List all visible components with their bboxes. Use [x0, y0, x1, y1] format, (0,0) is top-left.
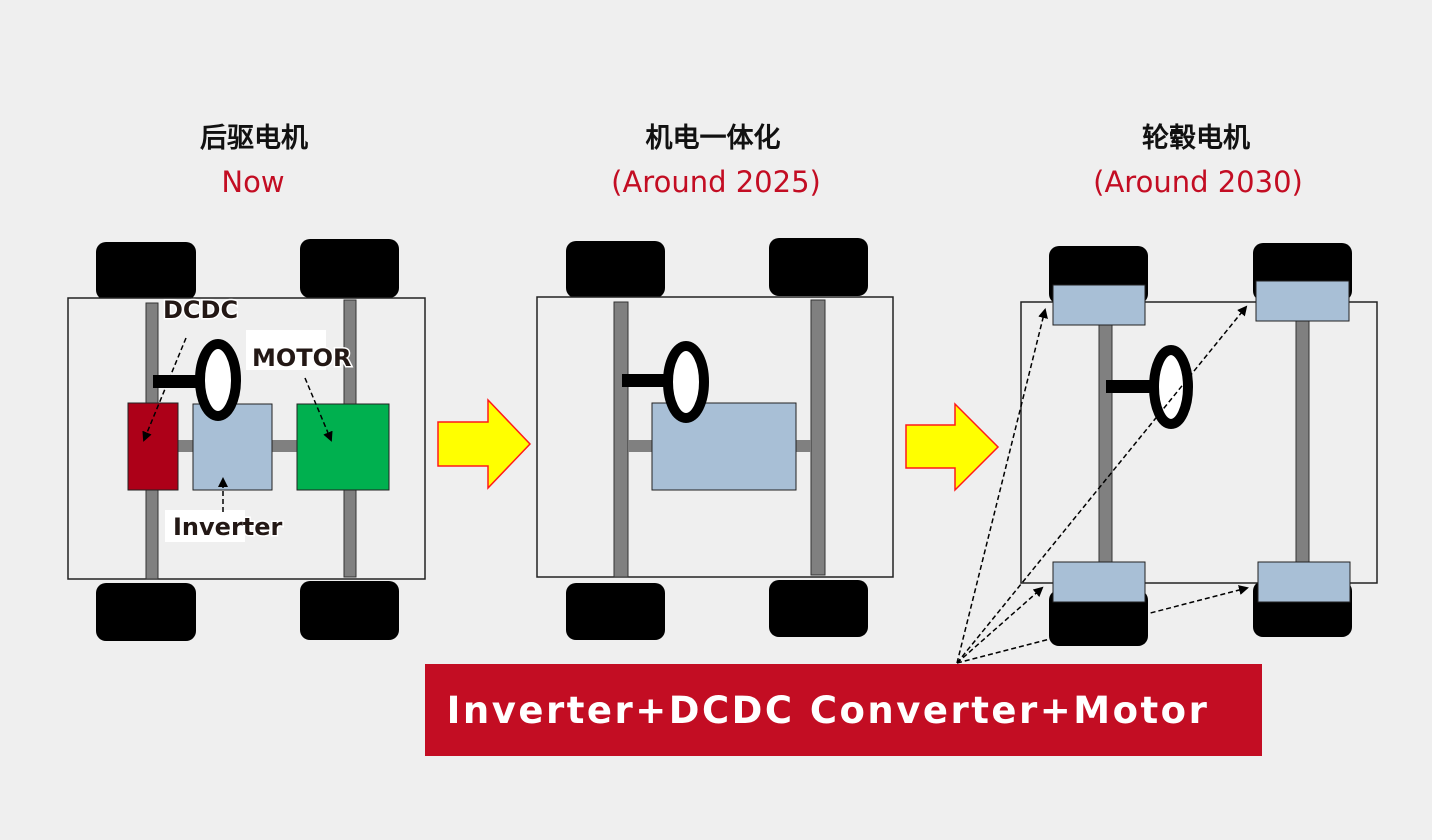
steering-wheel-icon [195, 339, 241, 421]
motor-label: MOTOR [252, 344, 352, 372]
pointer [956, 586, 1044, 664]
stage-3-title: 轮毂电机 [1142, 123, 1250, 154]
connector [796, 440, 811, 452]
axle [613, 301, 629, 578]
stage-1-subtitle: Now [221, 165, 284, 199]
axle [810, 299, 826, 576]
car-body [1020, 301, 1378, 584]
stage-3-subtitle: (Around 2030) [1093, 165, 1303, 199]
car-diagram-rear-motor: DCDC MOTOR Inverter [67, 239, 426, 641]
stage-2-title: 机电一体化 [646, 123, 781, 154]
wheel [300, 239, 399, 298]
steering-wheel-icon [663, 341, 709, 423]
label-bg [165, 510, 245, 542]
connector [628, 440, 652, 452]
label-bg [246, 330, 326, 370]
wheel [566, 583, 665, 640]
wheel [96, 242, 196, 300]
steering-column [1106, 380, 1152, 393]
transition-arrow-icon [905, 402, 1000, 492]
wheel [566, 241, 665, 298]
wheel [769, 238, 868, 296]
pointer [956, 305, 1248, 664]
wheel [1049, 590, 1148, 646]
hub-unit [1257, 561, 1351, 603]
banner [425, 664, 1262, 756]
inverter-box [192, 403, 273, 491]
dcdc-box [127, 402, 179, 491]
connector [272, 440, 297, 452]
dcdc-pointer [142, 337, 187, 442]
banner-text: Inverter+DCDC Converter+Motor [447, 689, 1210, 732]
dcdc-label: DCDC [163, 296, 238, 324]
car-diagram-in-wheel-motor [956, 243, 1378, 664]
wheel [300, 581, 399, 640]
motor-pointer [304, 377, 333, 442]
stage-2-subtitle: (Around 2025) [611, 165, 821, 199]
hub-unit [1052, 561, 1146, 603]
pointer [956, 308, 1048, 664]
pointer [956, 585, 1249, 664]
motor-box [296, 403, 390, 491]
hub-unit [1255, 280, 1350, 322]
wheel [96, 583, 196, 641]
axle [1295, 320, 1310, 563]
steering-wheel-icon [1149, 345, 1193, 429]
inverter-label: Inverter [173, 513, 283, 541]
stage-1-title: 后驱电机 [200, 123, 308, 154]
car-diagram-integrated [536, 238, 894, 640]
transition-arrow-icon [437, 398, 532, 490]
steering-column [622, 374, 674, 387]
hub-unit [1052, 284, 1146, 326]
wheel [769, 580, 868, 637]
connector [178, 440, 193, 452]
axle [1098, 324, 1113, 563]
